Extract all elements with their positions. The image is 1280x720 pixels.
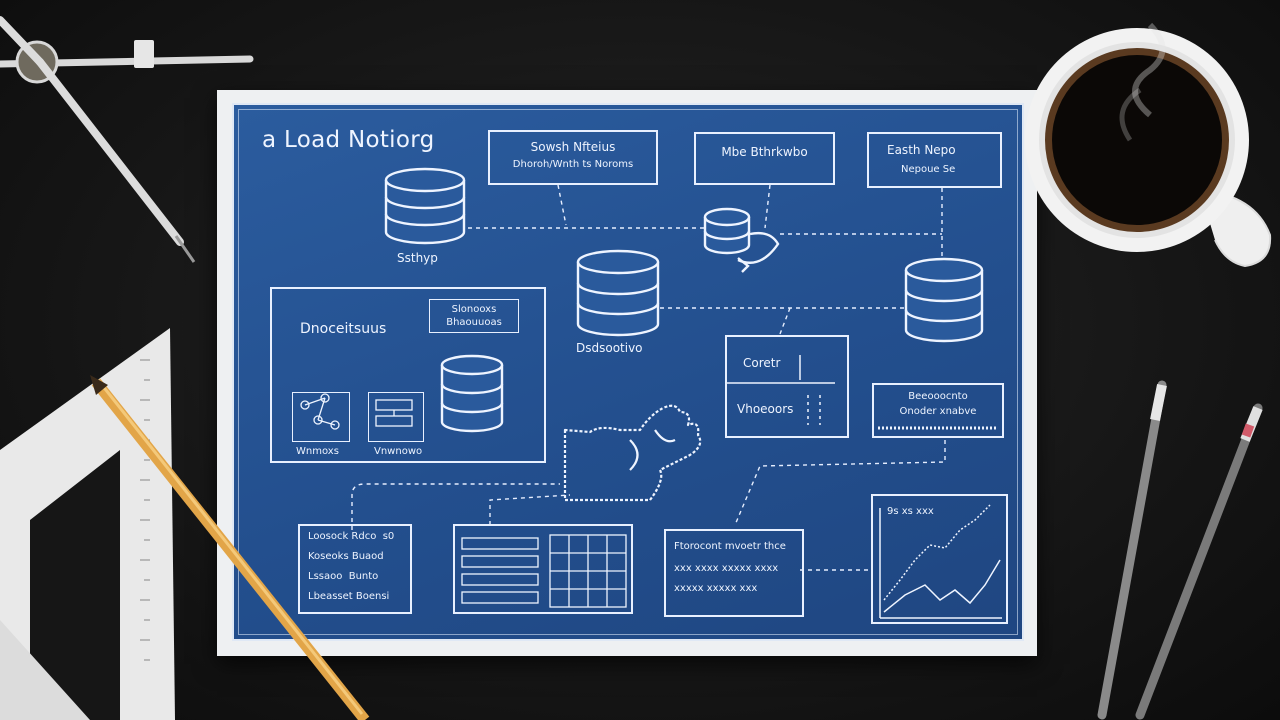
icon2-label: Vnwnowo [374,446,423,457]
left-panel-tag-line1: Slonooxs [451,304,497,315]
connector-legend [351,483,560,530]
center-card: Coretr Vhoeoors [725,335,849,438]
left-panel: Dnoceitsuus Slonooxs Bhaouuoas Wnmoxs Vn… [270,287,546,463]
legend-line-3: Lssaoo Bunto [308,571,379,582]
blueprint-sheet [232,103,1024,641]
center-card-line2: Vhoeoors [737,402,794,416]
top-box-2: Mbe Bthrkwbo [694,132,835,185]
connector-right-card [734,440,946,526]
note-line-1: Ftorocont mvoetr thce [674,541,786,552]
blueprint-title: a Load Notiorg [262,127,435,153]
storage-label: Ssthyp [397,251,438,265]
top-box-1-line1: Sowsh Nfteius [530,140,616,154]
right-card-line2: Onoder xnabve [899,406,977,417]
database-icon [576,249,660,337]
compass-icon [0,16,254,263]
note-line-3: xxxxx xxxxx xxx [674,583,758,594]
chart-label: 9s xs xxx [887,506,934,517]
database-icon [384,167,466,245]
chart-box: 9s xs xxx [871,494,1008,624]
database-icon [904,257,984,343]
top-box-3-line1: Easth Nepo [887,143,956,157]
flow-chart-icon [292,392,350,442]
icon1-label: Wnmoxs [296,446,339,457]
database-icon [703,207,780,273]
right-card: Beeooocnto Onoder xnabve [872,383,1004,438]
note-line-2: xxx xxxx xxxxx xxxx [674,563,779,574]
legend-line-1: Loosock Rdco s0 [308,531,395,542]
connector-table [489,494,571,525]
legend-box: Loosock Rdco s0 Koseoks Buaod Lssaoo Bun… [298,524,412,614]
database-icon [440,354,504,433]
layers-icon [368,392,424,442]
top-box-3: Easth Nepo Nepoue Se [867,132,1002,188]
note-box: Ftorocont mvoetr thce xxx xxxx xxxxx xxx… [664,529,804,617]
top-box-2-line1: Mbe Bthrkwbo [721,145,808,159]
docs-label: Dsdsootivo [576,341,643,355]
right-card-line1: Beeooocnto [908,391,968,402]
center-card-line1: Coretr [743,356,781,370]
left-panel-heading: Dnoceitsuus [300,321,387,337]
connector-box1-down [557,184,567,226]
left-panel-tag: Slonooxs Bhaouuoas [429,299,519,333]
left-panel-tag-line2: Bhaouuoas [446,317,502,328]
top-box-1: Sowsh Nfteius Dhoroh/Wnth ts Noroms [488,130,658,185]
legend-line-2: Koseoks Buaod [308,551,384,562]
legend-line-4: Lbeasset Boensi [308,591,390,602]
table-box [453,524,633,614]
top-box-3-line2: Nepoue Se [901,164,956,175]
top-box-1-line2: Dhoroh/Wnth ts Noroms [512,159,634,170]
blueprint-frame [238,109,1018,635]
